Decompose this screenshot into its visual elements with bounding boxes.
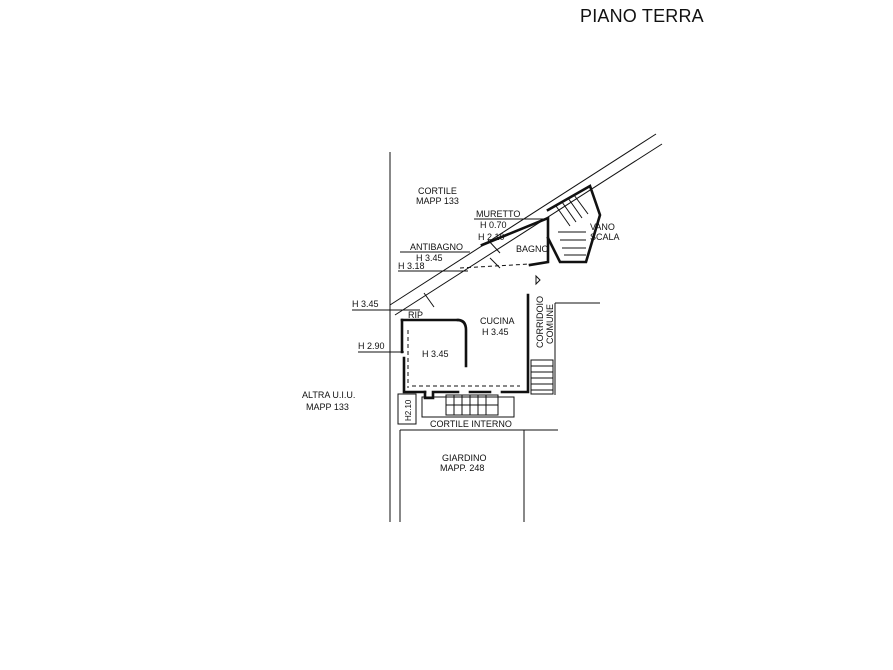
muretto-height-label: H 0.70 [480, 220, 507, 230]
east-wall [500, 293, 530, 394]
stair-treads [555, 194, 589, 256]
cortile-interno-label: CORTILE INTERNO [430, 419, 512, 429]
corridor-arrow-icon [535, 274, 541, 286]
antibagno-height-label: H 3.45 [416, 253, 443, 263]
cucina-door-swing [423, 292, 435, 308]
bathroom-door-swing [487, 239, 501, 254]
vano-label: VANO [590, 222, 615, 232]
cortile-mapp-label: MAPP 133 [416, 196, 459, 206]
muretto-label: MURETTO [476, 209, 520, 219]
diagonal-boundary-inner [394, 143, 663, 316]
antibagno-door-swing [489, 257, 501, 269]
comune-label: COMUNE [545, 304, 555, 344]
north-dashed-line [459, 263, 531, 269]
corridoio-label: CORRIDOIO [535, 296, 545, 348]
corridor-stair-treads [531, 365, 553, 391]
courtyard-stair-treads [446, 395, 498, 415]
cucina-height-label: H 3.45 [482, 327, 509, 337]
h345-left-label: H 3.45 [352, 299, 379, 309]
altra-uiu-label: ALTRA U.I.U. [302, 390, 355, 400]
altra-mapp-label: MAPP 133 [306, 402, 349, 412]
rip-label: RIP [408, 310, 423, 320]
cortile-label: CORTILE [418, 186, 457, 196]
west-wall [400, 318, 427, 394]
bagno-label: BAGNO [516, 244, 549, 254]
courtyard-step-outline [421, 396, 515, 418]
small-storage-box [397, 393, 417, 425]
bagno-height-label: H 2.10 [478, 232, 505, 242]
corridor-stair-box [530, 359, 554, 395]
room-height-label: H 3.45 [422, 349, 449, 359]
storage-height-label: H2.10 [404, 399, 413, 421]
stair-hall-walls [546, 184, 602, 264]
page-title: PIANO TERRA [580, 6, 704, 26]
scala-label: SCALA [590, 232, 620, 242]
giardino-mapp-label: MAPP. 248 [440, 463, 484, 473]
h318-label: H 3.18 [398, 261, 425, 271]
interior-curved-wall [456, 318, 468, 368]
giardino-label: GIARDINO [442, 453, 487, 463]
cucina-label: CUCINA [480, 316, 515, 326]
antibagno-label: ANTIBAGNO [410, 242, 463, 252]
h290-label: H 2.90 [358, 341, 385, 351]
south-wall [423, 390, 492, 400]
